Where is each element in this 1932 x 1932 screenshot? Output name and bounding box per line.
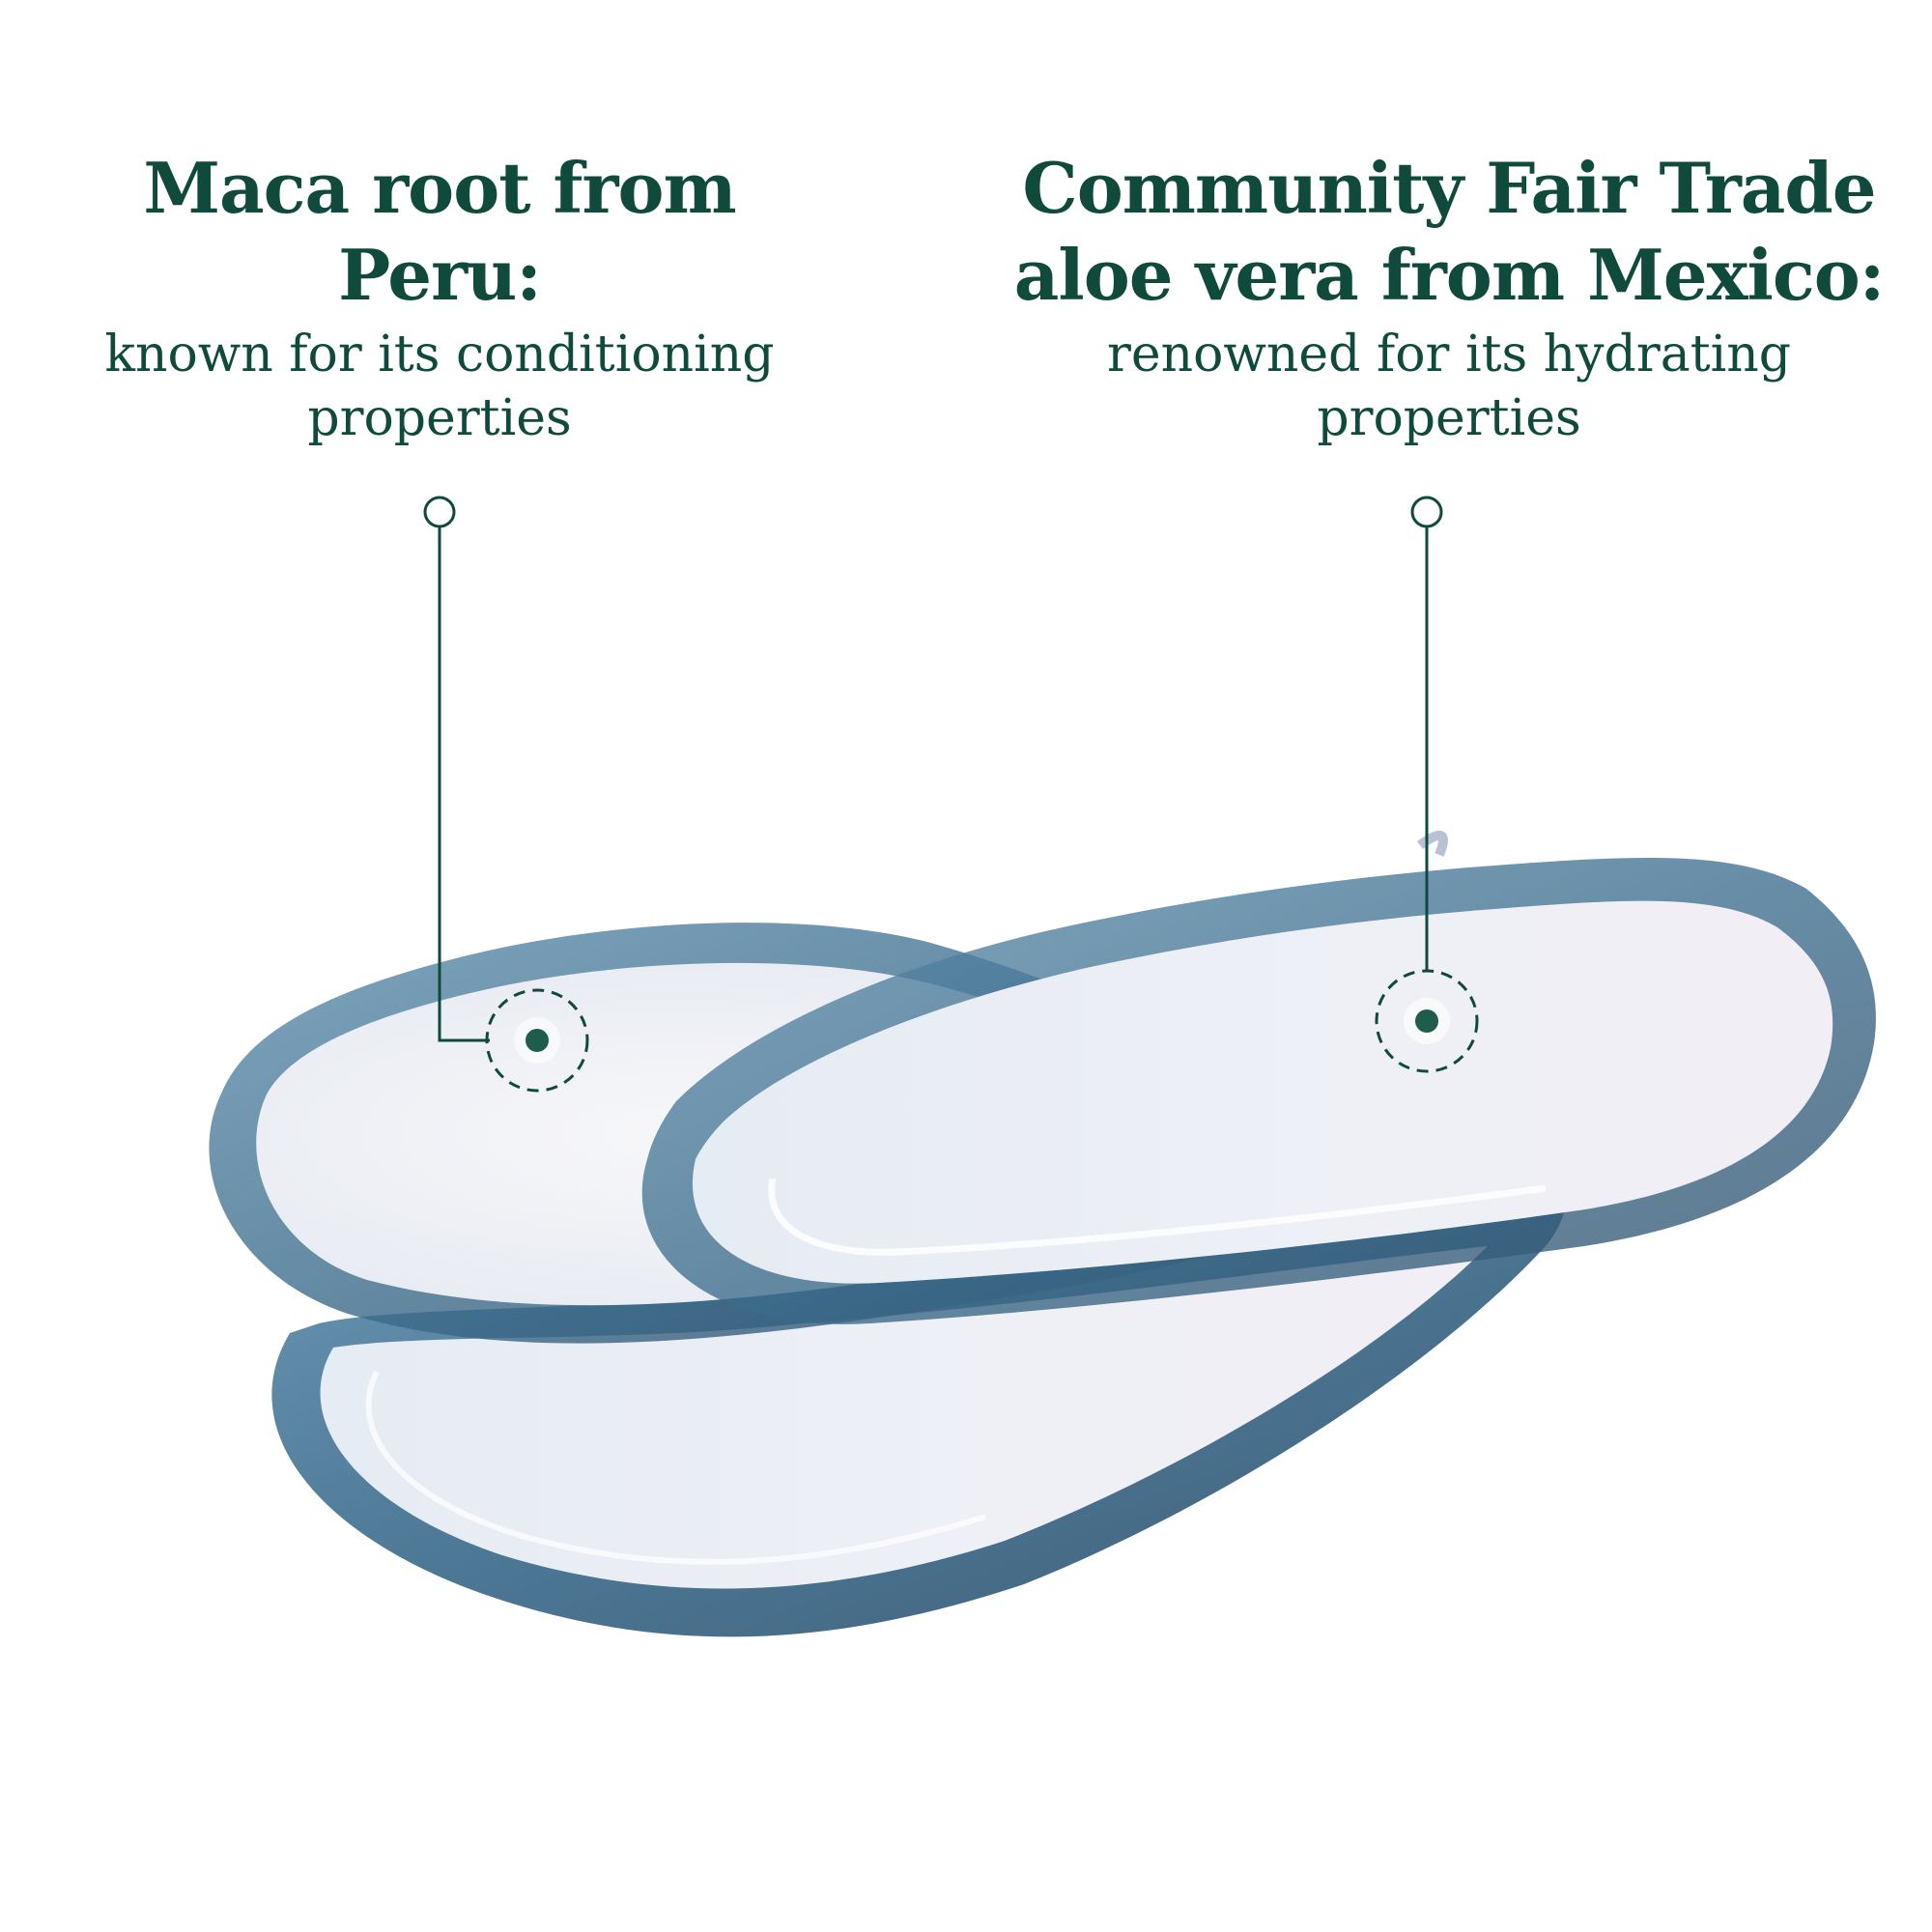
callout-connector-left — [423, 496, 589, 1093]
callout-aloe-vera: Community Fair Trade aloe vera from Mexi… — [995, 145, 1903, 450]
gel-swipe-right — [641, 830, 1876, 1324]
callout-connector-right — [1375, 496, 1479, 1073]
target-ring-icon — [485, 988, 589, 1093]
target-ring-icon — [1375, 969, 1479, 1073]
anchor-circle-icon — [423, 496, 456, 528]
callout-maca: Maca root from Peru: known for its condi… — [0, 145, 879, 450]
callout-title: Community Fair Trade aloe vera from Mexi… — [1013, 147, 1886, 316]
callout-title: Maca root from Peru: — [143, 147, 736, 316]
target-dot-icon — [526, 1029, 549, 1052]
callout-subtitle: renowned for its hydrating properties — [1106, 326, 1792, 447]
anchor-circle-icon — [1410, 496, 1443, 528]
target-dot-icon — [1415, 1009, 1438, 1033]
callout-subtitle: known for its conditioning properties — [104, 326, 775, 447]
